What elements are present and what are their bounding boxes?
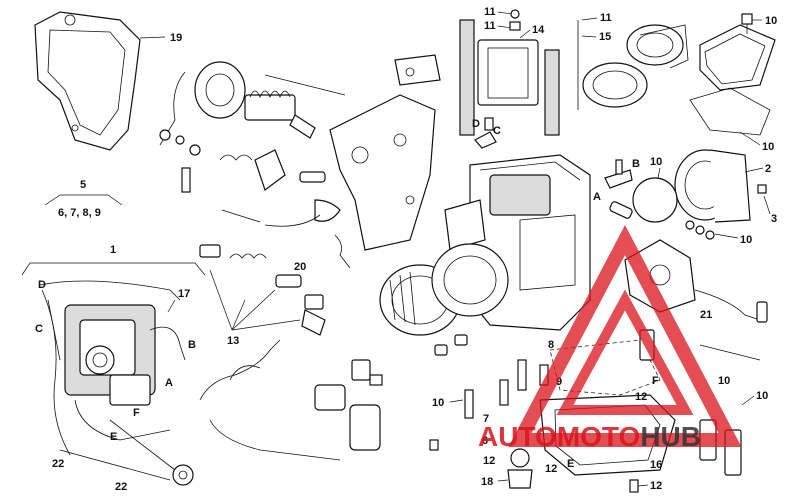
label-F-right: F bbox=[652, 375, 659, 387]
label-15: 15 bbox=[599, 31, 611, 43]
small-parts-left bbox=[159, 129, 351, 269]
accelerator-pump-part bbox=[624, 239, 768, 323]
label-D-top: D bbox=[472, 118, 480, 130]
label-B: B bbox=[188, 339, 196, 351]
label-16: 16 bbox=[650, 459, 662, 471]
carburetor-assembly-part bbox=[39, 280, 186, 481]
watermark-triangle-inner bbox=[556, 289, 694, 415]
intake-boot-part bbox=[582, 24, 689, 108]
label-C: C bbox=[35, 323, 43, 335]
label-A: A bbox=[165, 377, 173, 389]
label-11-c: 11 bbox=[600, 12, 612, 24]
mounting-plate-part bbox=[329, 54, 441, 251]
air-cover-part bbox=[34, 11, 141, 151]
watermark-text: AUTOMOTOHUB bbox=[478, 421, 701, 452]
label-10-g: 10 bbox=[432, 397, 444, 409]
screw-10-top bbox=[741, 13, 753, 34]
label-10-d: 10 bbox=[740, 234, 752, 246]
label-13: 13 bbox=[227, 335, 239, 347]
filter-ring-part bbox=[379, 243, 509, 336]
label-22-a: 22 bbox=[52, 458, 64, 470]
label-10-c: 10 bbox=[650, 156, 662, 168]
label-2: 2 bbox=[765, 163, 771, 175]
label-18: 18 bbox=[481, 476, 493, 488]
label-F: F bbox=[133, 407, 140, 419]
screw-3 bbox=[757, 184, 767, 194]
label-22-b: 22 bbox=[115, 481, 127, 493]
watermark-part-2: MOTO bbox=[557, 421, 640, 452]
label-6: 6 bbox=[482, 435, 488, 447]
label-19: 19 bbox=[170, 32, 182, 44]
label-6-7-8-9: 6, 7, 8, 9 bbox=[58, 207, 101, 219]
label-14: 14 bbox=[532, 24, 545, 36]
label-8: 8 bbox=[548, 339, 554, 351]
hose-fittings bbox=[609, 201, 715, 240]
top-cover-part bbox=[689, 24, 776, 136]
fittings-top bbox=[474, 117, 497, 149]
label-12-a: 12 bbox=[635, 391, 647, 403]
label-D: D bbox=[38, 279, 46, 291]
screw-top bbox=[509, 9, 521, 31]
label-17: 17 bbox=[178, 288, 190, 300]
watermark-part-1: AUTO bbox=[478, 421, 557, 452]
label-10-f: 10 bbox=[756, 390, 768, 402]
label-C-top: C bbox=[493, 125, 501, 137]
label-10-e: 10 bbox=[718, 375, 730, 387]
label-1: 1 bbox=[110, 244, 116, 256]
label-E: E bbox=[110, 431, 117, 443]
label-5: 5 bbox=[80, 179, 86, 191]
label-11-a: 11 bbox=[484, 6, 496, 18]
label-B-mid: B bbox=[632, 158, 640, 170]
label-12-b: 12 bbox=[483, 455, 495, 467]
label-21: 21 bbox=[700, 309, 712, 321]
slide-block-part bbox=[459, 19, 560, 136]
label-10-b: 10 bbox=[762, 141, 774, 153]
label-A-mid: A bbox=[593, 191, 601, 203]
throttle-sensor-parts bbox=[314, 359, 383, 451]
o-ring-part bbox=[632, 177, 678, 223]
label-20: 20 bbox=[294, 261, 306, 273]
label-9: 9 bbox=[556, 376, 562, 388]
label-E-bottom: E bbox=[567, 458, 574, 470]
watermark-logo bbox=[508, 224, 742, 447]
label-11-b: 11 bbox=[484, 20, 496, 32]
watermark-triangle-outer bbox=[508, 224, 742, 447]
intake-housing-part bbox=[674, 149, 751, 223]
label-3: 3 bbox=[771, 213, 777, 225]
throttle-pulley-part bbox=[172, 464, 194, 486]
label-7: 7 bbox=[483, 413, 489, 425]
watermark-part-3: HUB bbox=[640, 421, 701, 452]
label-12-d: 12 bbox=[650, 480, 662, 492]
t-fitting-part bbox=[604, 159, 633, 189]
label-12-c: 12 bbox=[545, 463, 557, 475]
label-10-a: 10 bbox=[765, 15, 777, 27]
lever-assembly-part bbox=[159, 61, 346, 146]
needle-jet-parts bbox=[199, 244, 326, 336]
